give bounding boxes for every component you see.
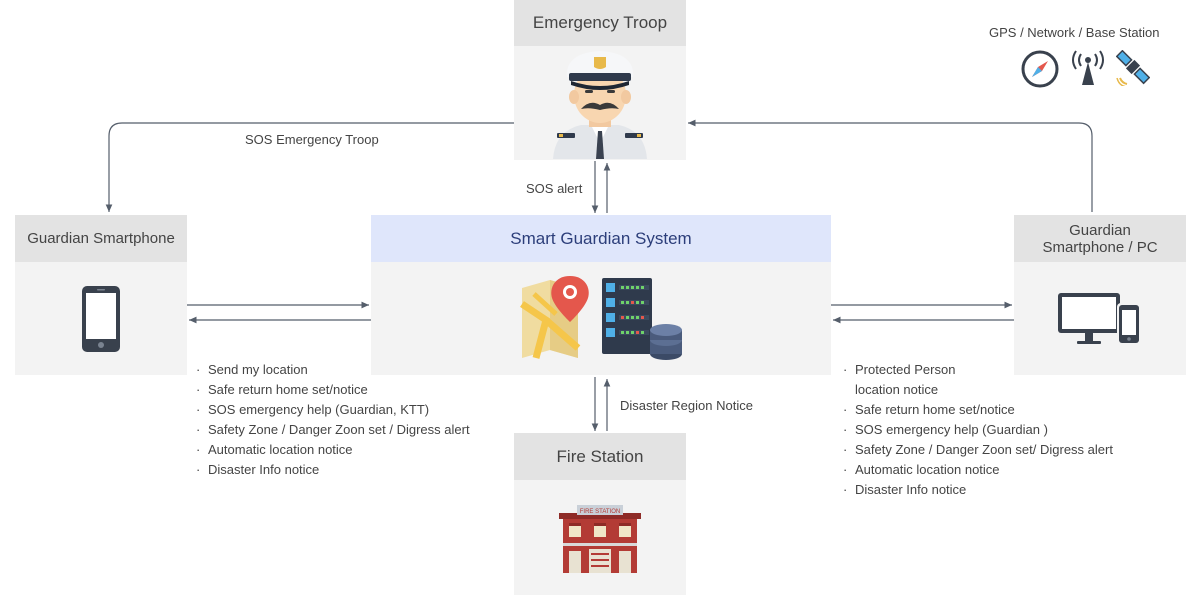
feature-item: · Safety Zone / Danger Zoon set/ Digress …	[843, 440, 1113, 460]
antenna-icon	[1072, 50, 1104, 85]
bullet: ·	[843, 462, 848, 477]
feature-item: location notice	[843, 380, 1113, 400]
node-guardian-smartphone: Guardian Smartphone	[15, 215, 187, 375]
bullet: ·	[843, 402, 848, 417]
node-title: Fire Station	[514, 433, 686, 480]
feature-text: SOS emergency help (Guardian )	[855, 422, 1048, 437]
fire-station-icon: FIRE STATION	[559, 504, 641, 573]
satellite-icon	[1116, 50, 1150, 86]
guardian-pc-feature-list: · Protected Person location notice · Safe re…	[843, 360, 1113, 500]
feature-text: Disaster Info notice	[855, 482, 967, 497]
feature-text: Automatic location notice	[855, 462, 1000, 477]
feature-item: · SOS emergency help (Guardian, KTT)	[196, 400, 470, 420]
map-server-icon	[520, 275, 682, 360]
bullet: ·	[196, 422, 201, 437]
node-title: Guardian Smartphone	[15, 215, 187, 262]
guardian-smartphone-feature-list: · Send my location · Safe return home set/n…	[196, 360, 470, 480]
feature-item: · Disaster Info notice	[196, 460, 470, 480]
node-guardian-pc: Guardian Smartphone / PC	[1014, 215, 1186, 375]
edge-troop-to-phone	[105, 122, 514, 212]
feature-item: · Disaster Info notice	[843, 480, 1113, 500]
feature-text: location notice	[855, 382, 939, 397]
database-icon	[650, 323, 682, 360]
server-rack-icon	[602, 277, 652, 354]
node-fire-station: Fire Station FIRE STATION	[514, 433, 686, 595]
edge-label-disaster-region-notice: Disaster Region Notice	[620, 398, 753, 413]
bullet: ·	[843, 362, 848, 377]
bullet: ·	[196, 462, 201, 477]
feature-item: · Send my location	[196, 360, 470, 380]
fire-station-sign: FIRE STATION	[580, 509, 620, 515]
feature-text: Safe return home set/notice	[208, 382, 368, 397]
gps-network-title: GPS / Network / Base Station	[989, 25, 1160, 40]
monitor-and-phone-icon	[1058, 292, 1141, 345]
feature-text: Safety Zone / Danger Zoon set / Digress …	[208, 422, 470, 437]
compass-icon	[1021, 50, 1059, 88]
officer-icon	[553, 51, 647, 159]
map-pin-icon	[551, 275, 589, 322]
node-title: Smart Guardian System	[371, 215, 831, 262]
feature-text: Automatic location notice	[208, 442, 353, 457]
feature-text: SOS emergency help (Guardian, KTT)	[208, 402, 430, 417]
node-smart-guardian-system: Smart Guardian System	[371, 215, 831, 375]
smartphone-icon	[82, 285, 120, 352]
feature-item: · Safety Zone / Danger Zoon set / Digress…	[196, 420, 470, 440]
feature-item: · Automatic location notice	[196, 440, 470, 460]
feature-item: · Safe return home set/notice	[196, 380, 470, 400]
feature-item: · Safe return home set/notice	[843, 400, 1113, 420]
bullet: ·	[843, 442, 848, 457]
feature-text: Safety Zone / Danger Zoon set/ Digress a…	[855, 442, 1113, 457]
bullet: ·	[843, 482, 848, 497]
edge-label-sos-emergency-troop: SOS Emergency Troop	[245, 132, 379, 147]
feature-item: · Protected Person	[843, 360, 1113, 380]
bullet: ·	[843, 422, 848, 437]
feature-text: Safe return home set/notice	[855, 402, 1015, 417]
bullet: ·	[196, 362, 201, 377]
node-title-line-2: Smartphone / PC	[1042, 238, 1158, 256]
feature-item: · Automatic location notice	[843, 460, 1113, 480]
node-emergency-troop: Emergency Troop	[514, 0, 686, 160]
feature-item: · SOS emergency help (Guardian )	[843, 420, 1113, 440]
bullet: ·	[196, 442, 201, 457]
bullet: ·	[196, 382, 201, 397]
node-title: Guardian Smartphone / PC	[1014, 215, 1186, 262]
edge-pc-to-troop	[688, 119, 1093, 212]
node-title-line-1: Guardian	[1069, 221, 1131, 239]
feature-text: Send my location	[208, 362, 308, 377]
edge-label-sos-alert: SOS alert	[526, 181, 583, 196]
feature-text: Disaster Info notice	[208, 462, 320, 477]
node-title: Emergency Troop	[514, 0, 686, 46]
bullet: ·	[196, 402, 201, 417]
feature-text: Protected Person	[855, 362, 956, 377]
